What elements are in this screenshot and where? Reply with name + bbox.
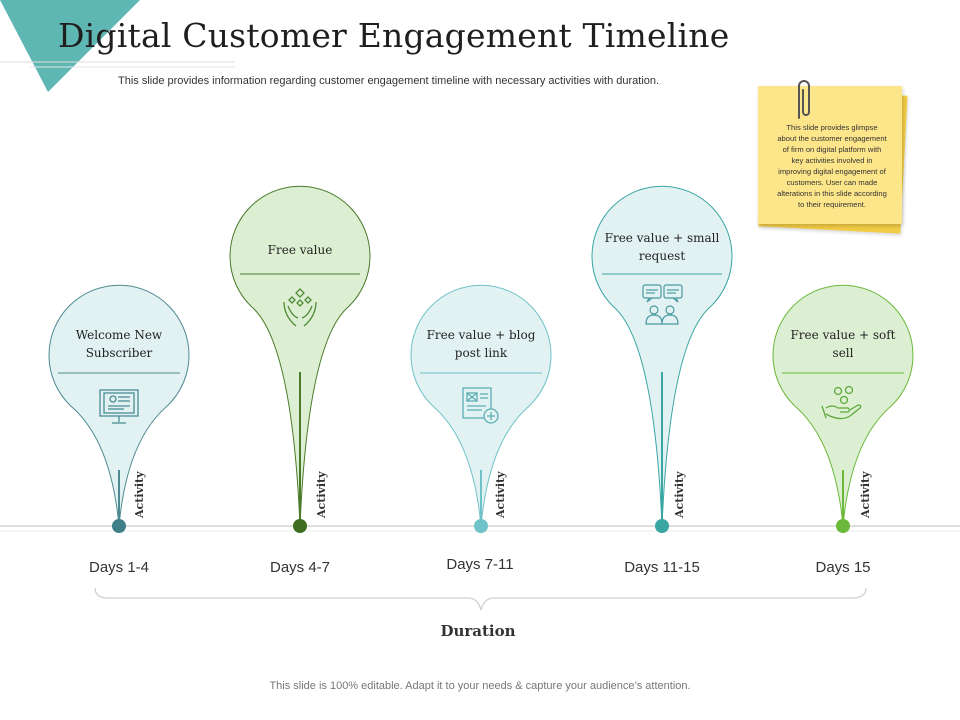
stage-label-1: Welcome New Subscriber <box>75 328 163 360</box>
stage-label-5: Free value + soft sell <box>790 328 896 360</box>
stage-bubble-5 <box>772 284 914 533</box>
hands-sparkle-icon <box>283 288 317 327</box>
paperclip-icon <box>798 80 810 119</box>
hand-coins-icon <box>821 385 862 420</box>
stage-bubble-1 <box>48 284 190 533</box>
day-label-5: Days 15 <box>815 559 871 576</box>
sticky-note-text: This slide provides glimpse about the cu… <box>777 123 887 209</box>
activity-label-4: Activity <box>673 471 686 518</box>
duration-label: Duration <box>440 622 516 640</box>
slide-title: Digital Customer Engagement Timeline <box>58 16 730 55</box>
corner-decoration <box>0 0 235 92</box>
activity-label-3: Activity <box>494 471 507 518</box>
timeline-dot-4 <box>655 519 669 533</box>
activity-label-1: Activity <box>133 471 146 518</box>
stage-label-2: Free value <box>267 243 333 257</box>
timeline-dot-5 <box>836 519 850 533</box>
day-label-2: Days 4-7 <box>269 559 331 576</box>
day-label-4: Days 11-15 <box>624 559 700 576</box>
timeline-dot-1 <box>112 519 126 533</box>
monitor-document-icon <box>99 389 139 424</box>
sticky-note: This slide provides glimpse about the cu… <box>756 80 908 234</box>
newsletter-plus-icon <box>462 387 499 424</box>
activity-label-5: Activity <box>859 471 872 518</box>
stage-bubble-3 <box>410 284 552 533</box>
stage-bubble-4 <box>591 185 733 533</box>
stage-label-4: Free value + small request <box>604 231 720 263</box>
stage-bubble-2 <box>229 185 371 533</box>
day-label-1: Days 1-4 <box>88 559 150 576</box>
day-label-3: Days 7-11 <box>446 556 514 573</box>
slide-footer: This slide is 100% editable. Adapt it to… <box>269 680 691 692</box>
slide-subtitle: This slide provides information regardin… <box>118 75 660 87</box>
chat-people-icon <box>642 284 683 325</box>
stage-label-3: Free value + blog post link <box>426 328 536 360</box>
duration-brace <box>94 587 867 611</box>
timeline-dot-2 <box>293 519 307 533</box>
timeline-dot-3 <box>474 519 488 533</box>
activity-label-2: Activity <box>315 471 328 518</box>
